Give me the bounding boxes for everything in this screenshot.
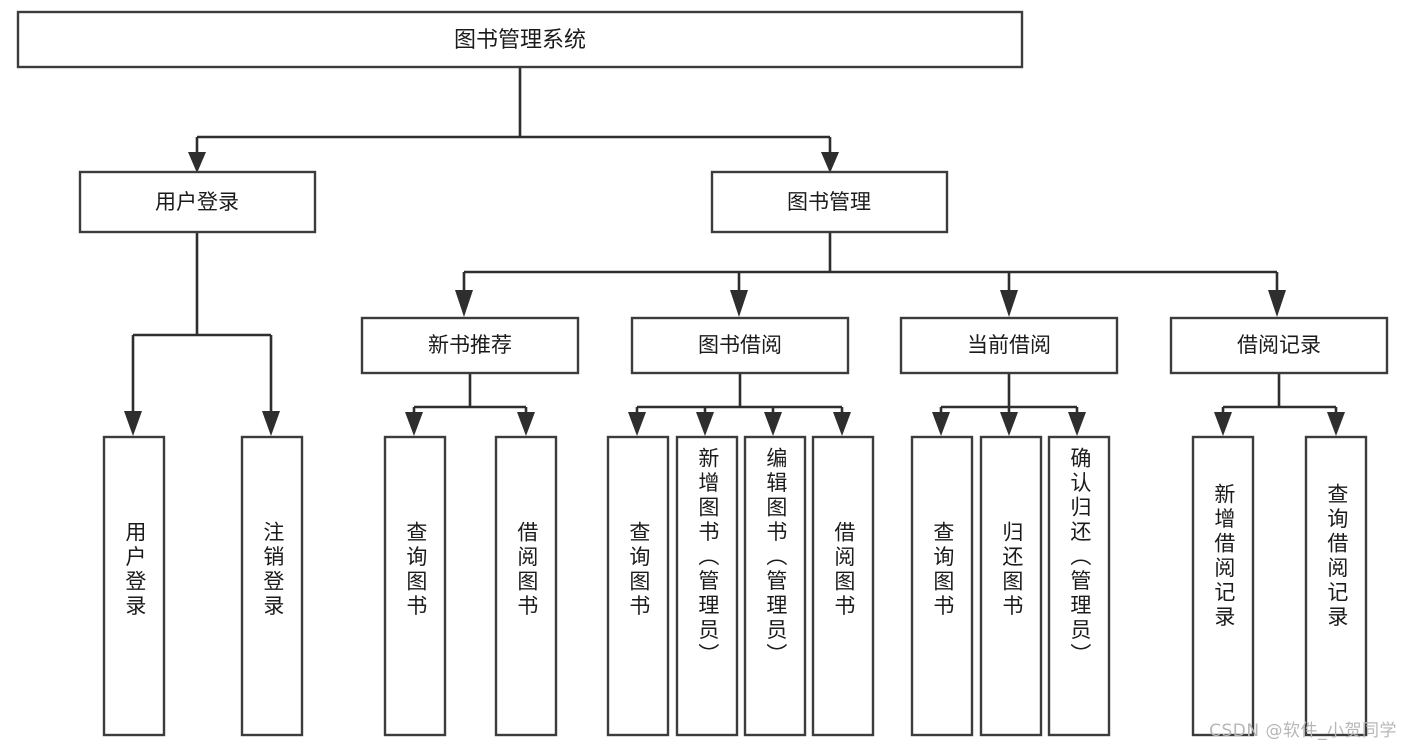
arrow-to-new-book-rec xyxy=(455,290,473,317)
arrow-to-user-login xyxy=(188,152,206,173)
arrow-to-leaf-user-login xyxy=(124,411,142,436)
arrow-to-leaf-query-book-1 xyxy=(405,412,423,436)
node-new-book-recommend-box[interactable] xyxy=(360,316,580,375)
node-root-book-system[interactable]: 图书管理系统 xyxy=(16,10,1024,69)
node-user-login-label: 用户登录 xyxy=(155,190,239,214)
arrow-to-leaf-logout xyxy=(262,411,280,436)
node-user-login-box[interactable] xyxy=(78,170,317,234)
arrow-to-borrow-record xyxy=(1268,290,1286,317)
leaf-boxes-group xyxy=(102,435,1368,737)
leaf-box-logout[interactable] xyxy=(240,435,304,737)
arrow-to-leaf-query-book-3 xyxy=(932,412,950,436)
arrow-to-leaf-add-book xyxy=(696,412,714,436)
arrow-to-leaf-confirm-return xyxy=(1068,412,1086,436)
node-root-box[interactable] xyxy=(16,10,1024,69)
node-borrow-record[interactable]: 借阅记录 xyxy=(1169,316,1389,375)
leaf-box-query-book-2[interactable] xyxy=(606,435,670,737)
node-book-management-label: 图书管理 xyxy=(787,190,871,214)
arrow-to-leaf-query-record xyxy=(1327,412,1345,436)
node-borrow-record-label: 借阅记录 xyxy=(1237,333,1321,357)
node-current-borrow-box[interactable] xyxy=(899,316,1119,375)
arrow-to-current-borrow xyxy=(1000,290,1018,317)
arrow-to-leaf-add-record xyxy=(1214,412,1232,436)
node-current-borrow[interactable]: 当前借阅 xyxy=(899,316,1119,375)
node-borrow-record-box[interactable] xyxy=(1169,316,1389,375)
leaf-box-query-book-3[interactable] xyxy=(910,435,974,737)
node-root-label: 图书管理系统 xyxy=(454,28,586,53)
node-current-borrow-label: 当前借阅 xyxy=(967,333,1051,357)
leaf-box-query-borrow-record[interactable] xyxy=(1304,435,1368,737)
leaf-box-borrow-book-2[interactable] xyxy=(811,435,875,737)
node-book-management-box[interactable] xyxy=(710,170,949,234)
leaf-box-query-book-1[interactable] xyxy=(383,435,447,737)
node-book-borrow-label: 图书借阅 xyxy=(698,333,782,357)
node-new-book-recommend[interactable]: 新书推荐 xyxy=(360,316,580,375)
arrow-to-leaf-edit-book xyxy=(764,412,782,436)
leaf-box-add-borrow-record[interactable] xyxy=(1191,435,1255,737)
leaf-box-edit-book-admin[interactable] xyxy=(743,435,807,737)
leaf-box-return-book[interactable] xyxy=(979,435,1043,737)
leaf-box-confirm-return-admin[interactable] xyxy=(1047,435,1111,737)
arrow-to-book-manage xyxy=(821,152,839,173)
node-book-management[interactable]: 图书管理 xyxy=(710,170,949,234)
leaf-box-add-book-admin[interactable] xyxy=(675,435,739,737)
arrow-to-book-borrow xyxy=(730,290,748,317)
arrow-to-leaf-query-book-2 xyxy=(628,412,646,436)
node-book-borrow[interactable]: 图书借阅 xyxy=(630,316,850,375)
node-new-book-recommend-label: 新书推荐 xyxy=(428,333,512,357)
arrow-to-leaf-borrow-book-1 xyxy=(517,412,535,436)
node-book-borrow-box[interactable] xyxy=(630,316,850,375)
node-user-login[interactable]: 用户登录 xyxy=(78,170,317,234)
csdn-watermark: CSDN @软件_小贺同学 xyxy=(1209,721,1397,741)
leaf-box-borrow-book-1[interactable] xyxy=(494,435,558,737)
arrow-to-leaf-return-book xyxy=(1000,412,1018,436)
leaf-box-user-login[interactable] xyxy=(102,435,166,737)
arrow-to-leaf-borrow-book-2 xyxy=(833,412,851,436)
connectors-group xyxy=(124,67,1345,436)
